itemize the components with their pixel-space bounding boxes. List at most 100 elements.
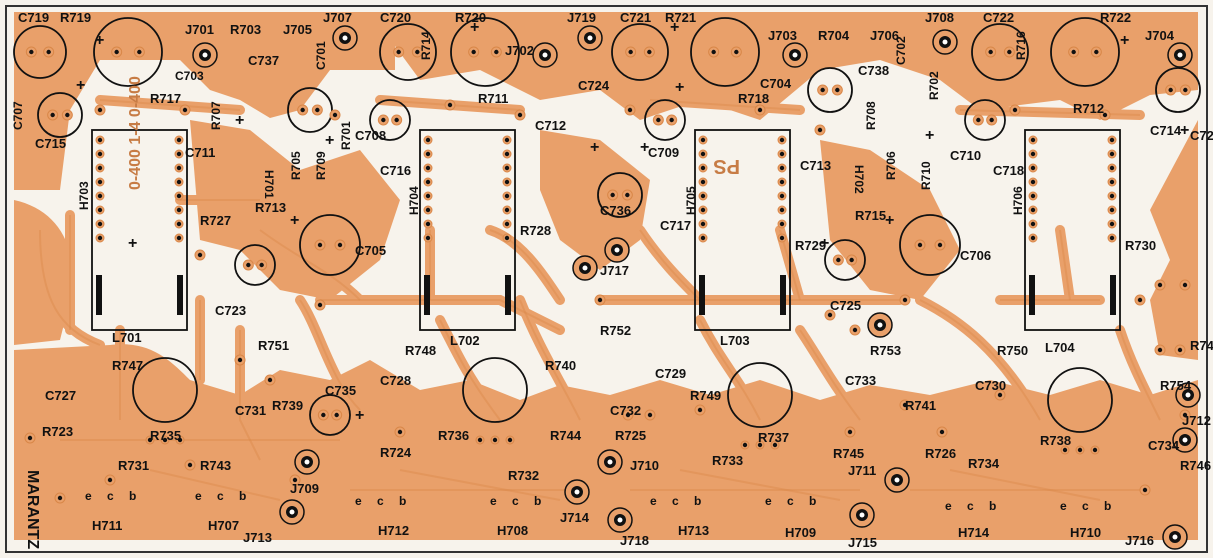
drill-hole xyxy=(1077,447,1083,453)
drill-hole xyxy=(97,151,103,157)
pin-letter: b xyxy=(809,494,816,508)
drill-hole xyxy=(517,112,523,118)
drill-hole xyxy=(700,151,706,157)
drill-hole xyxy=(97,193,103,199)
drill-hole xyxy=(1030,137,1036,143)
component-label: J717 xyxy=(600,263,629,278)
component-outline xyxy=(132,357,198,423)
copper-trace xyxy=(1055,225,1075,305)
drill-hole xyxy=(1109,235,1115,241)
component-label: H712 xyxy=(378,523,409,538)
drill-hole xyxy=(917,242,923,248)
component-label: C714 xyxy=(1150,123,1182,138)
component-label: H709 xyxy=(785,525,816,540)
drill-hole xyxy=(939,429,945,435)
pin-letter: c xyxy=(217,489,224,503)
drill-hole xyxy=(1142,487,1148,493)
drill-hole xyxy=(1109,179,1115,185)
copper-trace xyxy=(915,295,1045,425)
shield-tab xyxy=(177,275,183,315)
drill-hole xyxy=(504,151,510,157)
drill-hole xyxy=(176,151,182,157)
component-label: R723 xyxy=(42,424,73,439)
drill-hole xyxy=(300,107,305,113)
jack-center xyxy=(304,459,310,465)
jack-center xyxy=(859,512,865,518)
component-label: C704 xyxy=(760,76,792,91)
component-label: C733 xyxy=(845,373,876,388)
drill-hole xyxy=(176,165,182,171)
jack-center xyxy=(792,52,798,58)
jack-center xyxy=(1182,437,1188,443)
drill-hole xyxy=(507,437,513,443)
drill-hole xyxy=(779,165,785,171)
component-label: J713 xyxy=(243,530,272,545)
drill-hole xyxy=(259,262,264,268)
component-label: C723 xyxy=(215,303,246,318)
polarity-mark: + xyxy=(76,77,85,94)
drill-hole xyxy=(779,137,785,143)
drill-hole xyxy=(267,377,273,383)
drill-hole xyxy=(97,221,103,227)
component-label: C701 xyxy=(314,41,328,70)
polarity-mark: + xyxy=(925,127,934,144)
component-label: R721 xyxy=(665,10,696,25)
drill-hole xyxy=(700,179,706,185)
drill-hole xyxy=(849,257,854,263)
component-label: C715 xyxy=(35,136,66,151)
component-outline xyxy=(299,214,361,276)
copper-trace xyxy=(945,465,1105,505)
component-label: C722 xyxy=(983,10,1014,25)
component-label: C706 xyxy=(960,248,991,263)
component-outline xyxy=(309,394,351,436)
copper-pour xyxy=(14,12,395,190)
drill-hole xyxy=(1109,193,1115,199)
component-outline xyxy=(379,23,437,81)
drill-hole xyxy=(381,117,386,123)
component-label: R735 xyxy=(150,428,181,443)
drill-hole xyxy=(162,437,168,443)
polarity-mark: + xyxy=(885,212,894,229)
copper-trace-edge xyxy=(149,469,281,501)
component-label: R741 xyxy=(905,398,936,413)
component-outline xyxy=(37,92,83,138)
drill-hole xyxy=(176,137,182,143)
component-label: R725 xyxy=(615,428,646,443)
copper-trace-edge xyxy=(919,299,1041,421)
shield-tab xyxy=(780,275,786,315)
pin-letter: e xyxy=(195,489,202,503)
drill-hole xyxy=(494,49,499,55)
drill-hole xyxy=(1071,49,1076,55)
component-outline xyxy=(807,67,853,113)
drill-hole xyxy=(492,437,498,443)
drill-hole xyxy=(97,179,103,185)
drill-hole xyxy=(700,165,706,171)
pin-letter: c xyxy=(107,489,114,503)
polarity-mark: + xyxy=(235,112,244,129)
ghost-marking: 0-400 1-4 0-400 xyxy=(127,76,144,190)
component-label: R709 xyxy=(314,151,328,180)
component-label: C735 xyxy=(325,383,356,398)
pin-letter: e xyxy=(490,494,497,508)
shield-tab xyxy=(1029,275,1035,315)
component-label: H714 xyxy=(958,525,990,540)
jack-center xyxy=(1177,52,1183,58)
copper-pour xyxy=(1150,120,1198,360)
component-label: R708 xyxy=(864,101,878,130)
drill-hole xyxy=(1030,193,1036,199)
drill-hole xyxy=(187,462,193,468)
component-label: R704 xyxy=(818,28,850,43)
drill-hole xyxy=(425,207,431,213)
component-outline xyxy=(369,99,411,141)
component-label: R732 xyxy=(508,468,539,483)
drill-hole xyxy=(425,193,431,199)
drill-hole xyxy=(415,49,420,55)
component-label: R718 xyxy=(738,91,769,106)
drill-hole xyxy=(1183,87,1188,93)
component-label: R748 xyxy=(405,343,436,358)
drill-hole xyxy=(597,297,603,303)
jack-center xyxy=(894,477,900,483)
component-outline xyxy=(1155,67,1201,113)
drill-hole xyxy=(976,117,981,123)
component-label: C729 xyxy=(655,366,686,381)
